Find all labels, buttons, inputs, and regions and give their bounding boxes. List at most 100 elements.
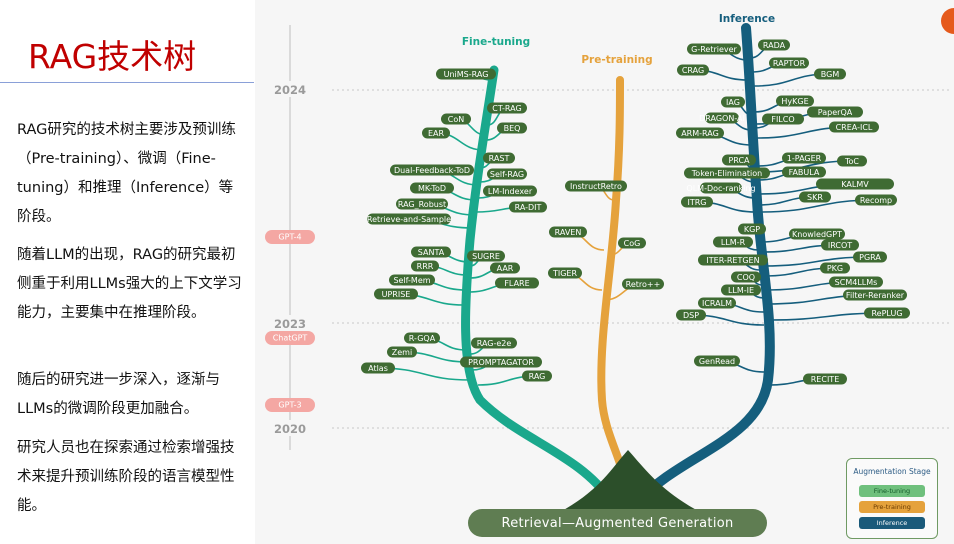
node-instructretro: InstructRetro bbox=[565, 180, 627, 192]
node-recomp: Recomp bbox=[855, 194, 897, 206]
legend-fine-tuning: Fine-tuning bbox=[859, 485, 925, 497]
node-retro: Retro++ bbox=[622, 278, 664, 290]
node-replug: RePLUG bbox=[864, 307, 910, 319]
svg-text:RAPTOR: RAPTOR bbox=[773, 59, 806, 68]
svg-text:Self-Mem: Self-Mem bbox=[393, 276, 430, 285]
svg-text:TIGER: TIGER bbox=[552, 269, 578, 278]
svg-text:CRAG: CRAG bbox=[682, 66, 704, 75]
node-sugre: SUGRE bbox=[467, 250, 505, 262]
svg-text:SKR: SKR bbox=[807, 193, 823, 202]
year-2023: 2023 bbox=[274, 317, 306, 331]
milestone-gpt3: GPT-3 bbox=[265, 398, 315, 412]
node-mk-tod: MK-ToD bbox=[410, 182, 454, 194]
svg-text:RAG: RAG bbox=[529, 372, 546, 381]
svg-text:FABULA: FABULA bbox=[789, 168, 820, 177]
svg-text:PROMPTAGATOR: PROMPTAGATOR bbox=[468, 358, 534, 367]
milestone-chatgpt: ChatGPT bbox=[265, 331, 315, 345]
svg-text:CoG: CoG bbox=[624, 239, 641, 248]
svg-text:ChatGPT: ChatGPT bbox=[273, 334, 308, 343]
year-bg bbox=[275, 315, 309, 331]
svg-text:LM-Indexer: LM-Indexer bbox=[488, 187, 533, 196]
svg-text:RAVEN: RAVEN bbox=[555, 228, 582, 237]
node-r-gqa: R-GQA bbox=[404, 332, 440, 344]
title-divider bbox=[0, 82, 254, 83]
node-con: CoN bbox=[441, 113, 471, 125]
node-zemi: Zemi bbox=[387, 346, 417, 358]
svg-text:1-PAGER: 1-PAGER bbox=[787, 154, 822, 163]
node-coq: COQ bbox=[731, 271, 761, 283]
node-scm4llms: SCM4LLMs bbox=[829, 276, 883, 288]
node-crea-icl: CREA-ICL bbox=[829, 121, 879, 133]
node-self-mem: Self-Mem bbox=[389, 274, 435, 286]
svg-text:ITER-RETGEN: ITER-RETGEN bbox=[706, 256, 759, 265]
svg-text:FILCO: FILCO bbox=[771, 115, 794, 124]
svg-text:RAST: RAST bbox=[489, 154, 510, 163]
node-paperqa: PaperQA bbox=[807, 106, 863, 118]
svg-text:HyKGE: HyKGE bbox=[781, 97, 808, 106]
svg-text:AAR: AAR bbox=[497, 264, 514, 273]
svg-text:GPT-4: GPT-4 bbox=[278, 233, 301, 242]
svg-text:Token-Elimination: Token-Elimination bbox=[691, 169, 762, 178]
node-kgp: KGP bbox=[738, 223, 766, 235]
tree-nodes: UniMS-RAGCT-RAGCoNEARBEQRASTDual-Feedbac… bbox=[361, 39, 910, 385]
svg-text:Retro++: Retro++ bbox=[626, 280, 661, 289]
node-genread: GenRead bbox=[694, 355, 740, 367]
paragraph-1: RAG研究的技术树主要涉及预训练（Pre-training）、微调（Fine-t… bbox=[17, 122, 236, 225]
svg-text:PRCA: PRCA bbox=[728, 156, 750, 165]
svg-text:KALMV: KALMV bbox=[841, 180, 869, 189]
node-toc: ToC bbox=[837, 155, 867, 167]
paragraph-4: 研究人员也在探索通过检索增强技术来提升预训练阶段的语言模型性能。 bbox=[17, 440, 235, 514]
svg-text:RAG_Robust: RAG_Robust bbox=[398, 200, 446, 209]
svg-text:InstructRetro: InstructRetro bbox=[570, 182, 622, 191]
node-dragon-ai: DRAGON-AI bbox=[699, 112, 745, 124]
node-flare: FLARE bbox=[495, 277, 539, 289]
year-2024: 2024 bbox=[274, 83, 306, 97]
node-aar: AAR bbox=[490, 262, 520, 274]
svg-text:G-Retriever: G-Retriever bbox=[691, 45, 737, 54]
node-santa: SANTA bbox=[411, 246, 451, 258]
svg-text:UPRISE: UPRISE bbox=[382, 290, 411, 299]
milestone-gpt4: GPT-4 bbox=[265, 230, 315, 244]
svg-text:LLM-R: LLM-R bbox=[721, 238, 746, 247]
svg-text:CT-RAG: CT-RAG bbox=[492, 104, 521, 113]
node-ear: EAR bbox=[422, 127, 450, 139]
node-beq: BEQ bbox=[497, 122, 527, 134]
node-arm-rag: ARM-RAG bbox=[676, 127, 724, 139]
svg-text:ToC: ToC bbox=[844, 157, 859, 166]
svg-text:BEQ: BEQ bbox=[504, 124, 521, 133]
svg-text:RADA: RADA bbox=[763, 41, 786, 50]
node-hykge: HyKGE bbox=[776, 95, 814, 107]
rag-base-label: Retrieval—Augmented Generation bbox=[468, 509, 767, 537]
node-promptagator: PROMPTAGATOR bbox=[460, 356, 542, 368]
svg-text:Atlas: Atlas bbox=[368, 364, 388, 373]
node-rada: RADA bbox=[758, 39, 790, 51]
svg-text:PGRA: PGRA bbox=[859, 253, 881, 262]
svg-text:FLARE: FLARE bbox=[504, 279, 529, 288]
svg-text:UniMS-RAG: UniMS-RAG bbox=[444, 70, 489, 79]
node-unims-rag: UniMS-RAG bbox=[436, 68, 496, 80]
node-itrg: ITRG bbox=[681, 196, 713, 208]
year-bg bbox=[275, 81, 309, 97]
node-icralm: ICRALM bbox=[698, 297, 736, 309]
node-knowledgpt: KnowledGPT bbox=[789, 228, 845, 240]
svg-text:LLM-IE: LLM-IE bbox=[728, 286, 754, 295]
svg-text:KGP: KGP bbox=[744, 225, 760, 234]
node-llm-ie: LLM-IE bbox=[721, 284, 761, 296]
svg-text:RA-DIT: RA-DIT bbox=[515, 203, 542, 212]
node-skr: SKR bbox=[799, 191, 831, 203]
slide-title: RAG技术树 bbox=[28, 37, 197, 76]
svg-text:CoN: CoN bbox=[448, 115, 464, 124]
inference-label: Inference bbox=[719, 13, 775, 25]
node-tiger: TIGER bbox=[548, 267, 582, 279]
node-ircot: IRCOT bbox=[821, 239, 859, 251]
node-pgra: PGRA bbox=[853, 251, 887, 263]
node-cog: CoG bbox=[618, 237, 646, 249]
svg-text:RECITE: RECITE bbox=[811, 375, 840, 384]
node-qlm-doc-ranking: QLM-Doc-ranking bbox=[686, 182, 756, 194]
svg-text:EAR: EAR bbox=[428, 129, 445, 138]
svg-text:R-GQA: R-GQA bbox=[409, 334, 436, 343]
node-crag: CRAG bbox=[677, 64, 709, 76]
node-self-rag: Self-RAG bbox=[487, 168, 527, 180]
svg-text:ITRG: ITRG bbox=[687, 198, 706, 207]
svg-text:BGM: BGM bbox=[821, 70, 840, 79]
